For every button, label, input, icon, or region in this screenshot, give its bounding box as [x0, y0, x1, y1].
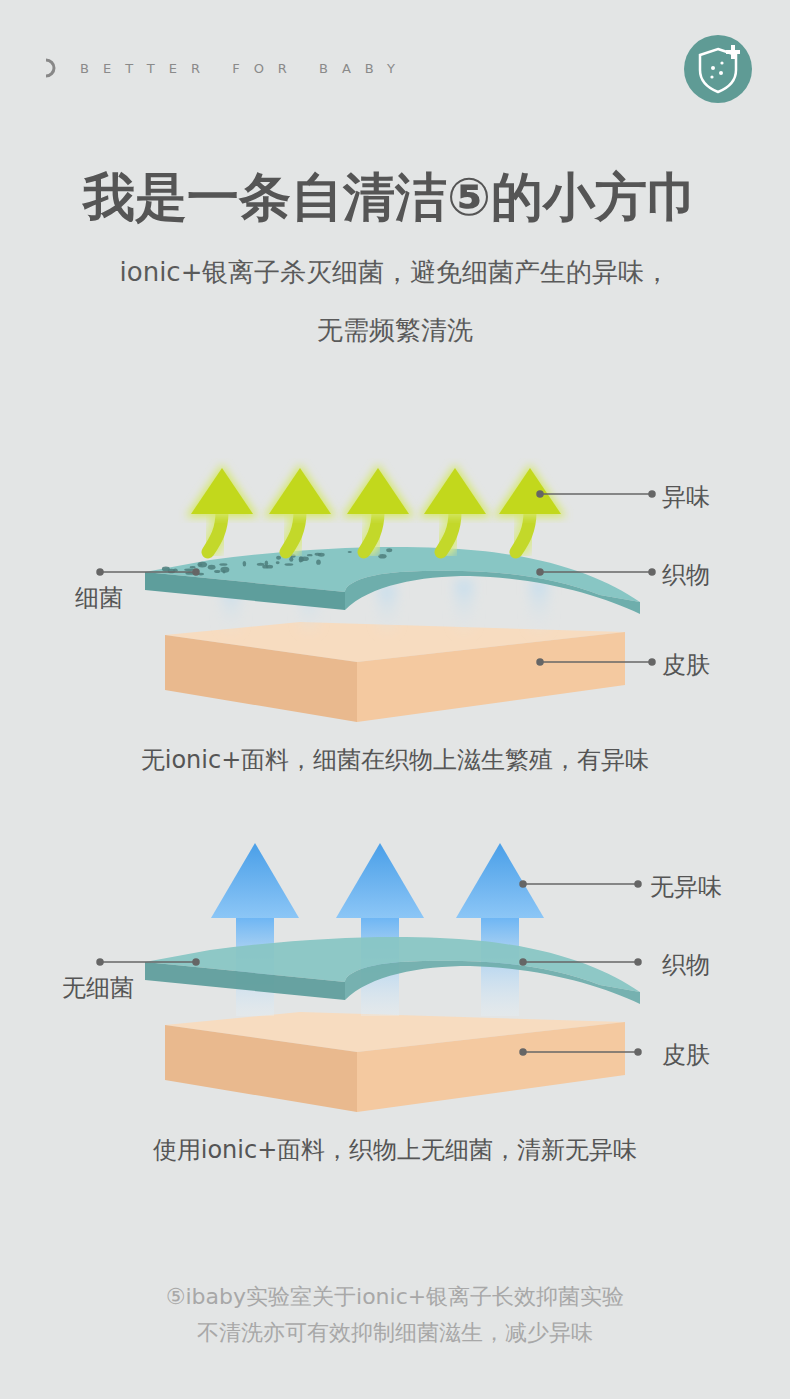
bacteria-dot	[378, 554, 386, 559]
arrow-shaft	[286, 512, 300, 552]
arrow-glow	[186, 464, 258, 517]
fabric-sheet	[145, 547, 640, 614]
arrow-head	[456, 843, 544, 918]
bacteria-dot	[316, 560, 321, 565]
bacteria-dot	[276, 561, 280, 564]
bacteria-dot	[386, 548, 392, 552]
bacteria-dot	[214, 570, 220, 573]
bacteria-dot	[199, 564, 203, 566]
arrow-glow	[441, 512, 455, 552]
arrow-glow	[264, 464, 336, 517]
bacteria-dot	[284, 563, 293, 566]
arrow-glow	[364, 512, 378, 552]
figure-caption: 无ionic+面料，细菌在织物上滋生繁殖，有异味	[45, 745, 745, 776]
figure-caption: 使用ionic+面料，织物上无细菌，清新无异味	[45, 1135, 745, 1166]
bacteria-dot	[348, 551, 352, 553]
arrow-head	[211, 843, 299, 918]
arrow-head	[347, 468, 409, 514]
bacteria-dot	[220, 567, 229, 573]
shield-icon	[684, 35, 752, 103]
arrow-head	[336, 843, 424, 918]
arrow-glow	[286, 512, 300, 552]
bacteria-dot	[318, 553, 325, 557]
arrow-glow	[494, 464, 566, 517]
part-label: 皮肤	[662, 650, 710, 681]
bacteria-dot	[208, 565, 216, 570]
bacteria-dot	[184, 568, 194, 571]
bacteria-dot	[198, 562, 208, 568]
arrow-head	[191, 468, 253, 514]
bacteria-dot	[222, 570, 225, 573]
fabric-sheet	[145, 937, 640, 1004]
bacteria-dot	[299, 557, 303, 563]
part-label: 异味	[662, 482, 710, 513]
arrow-glow	[208, 512, 222, 552]
arrow-shaft	[441, 512, 455, 552]
arrow-shaft	[516, 512, 530, 552]
arrow-glow	[516, 512, 530, 552]
page-title: 我是一条自清洁⑤的小方巾	[0, 163, 786, 231]
skin-slab	[165, 1012, 625, 1112]
arrow-shaft	[364, 512, 378, 552]
part-label: 无异味	[650, 872, 722, 903]
bacteria-dot	[190, 566, 196, 568]
arrow-head	[424, 468, 486, 514]
skin-slab	[165, 622, 625, 722]
part-label: 无细菌	[62, 973, 134, 1004]
part-label: 细菌	[75, 583, 123, 614]
subtitle: ionic+银离子杀灭细菌，避免细菌产生的异味， 无需频繁清洗	[85, 243, 705, 359]
bacteria-dot	[243, 561, 247, 567]
part-label: 织物	[662, 950, 710, 981]
arrow-glow	[419, 464, 491, 517]
arrow-head	[499, 468, 561, 514]
bacteria-dot	[266, 565, 273, 569]
arrow-glow	[342, 464, 414, 517]
bacteria-dot	[162, 567, 170, 572]
arrow-head	[269, 468, 331, 514]
brand-tagline: BETTER FOR BABY	[80, 60, 409, 77]
odor-arrows	[186, 464, 566, 552]
footnote: ⑤ibaby实验室关于ionic+银离子长效抑菌实验 不清洗亦可有效抑制细菌滋生…	[115, 1279, 675, 1351]
bacteria-dot	[219, 563, 227, 566]
brand-mark	[46, 60, 54, 76]
part-label: 织物	[662, 560, 710, 591]
bacteria-dot	[276, 556, 281, 560]
part-label: 皮肤	[662, 1040, 710, 1071]
arrow-shaft	[208, 512, 222, 552]
bacteria-dot	[307, 554, 313, 556]
